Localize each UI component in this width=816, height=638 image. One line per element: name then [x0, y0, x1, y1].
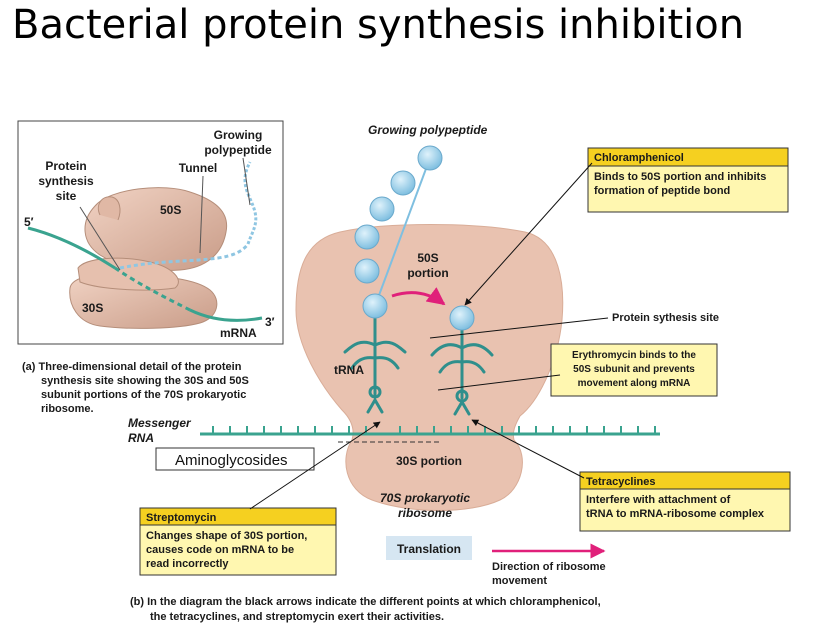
- label-70s-2: ribosome: [398, 506, 452, 520]
- inset-label-protein-3: site: [56, 189, 77, 203]
- caption-a-line-3: subunit portions of the 70S prokaryotic: [41, 389, 246, 401]
- direction-label-1: Direction of ribosome: [492, 561, 606, 573]
- erythromycin-line: [437, 374, 561, 391]
- caption-a-line-1: (a) Three-dimensional detail of the prot…: [22, 361, 242, 373]
- chloramphenicol-arrow: [464, 162, 593, 306]
- inset-label-growing-1: Growing: [214, 128, 263, 142]
- streptomycin-line-1: Changes shape of 30S portion,: [146, 530, 307, 542]
- trna-left: [343, 316, 407, 414]
- inset-label-protein-1: Protein: [45, 159, 86, 173]
- protein-site-label: Protein sythesis site: [612, 312, 719, 324]
- label-50s-portion-2: portion: [407, 266, 448, 280]
- inset-mrna-strand: [27, 226, 116, 270]
- inset-pointer-protein: [79, 206, 121, 271]
- chloramphenicol-body: [587, 165, 789, 213]
- mrna-ticks: [212, 426, 656, 434]
- caption-b-line-1: (b) In the diagram the black arrows indi…: [130, 596, 601, 608]
- erythromycin-line-2: 50S subunit and prevents: [573, 364, 695, 375]
- slide-title: Bacterial protein synthesis inhibition: [12, 2, 745, 48]
- erythromycin-box: [550, 343, 718, 397]
- inset-label-growing-2: polypeptide: [204, 143, 272, 157]
- label-30s-portion: 30S portion: [396, 454, 462, 468]
- streptomycin-line-3: read incorrectly: [146, 558, 229, 570]
- inset-pointer-growing: [242, 157, 251, 206]
- inset-label-protein-2: synthesis: [38, 174, 94, 188]
- direction-label-2: movement: [492, 575, 547, 587]
- label-trna: tRNA: [334, 363, 364, 377]
- streptomycin-title: Streptomycin: [146, 512, 217, 524]
- label-50s-portion-1: 50S: [417, 251, 438, 265]
- inset-mrna-exit: [189, 308, 263, 322]
- protein-site-line: [429, 317, 609, 339]
- aminoglycosides-label: Aminoglycosides: [175, 452, 288, 469]
- inset-pointer-tunnel: [199, 175, 204, 254]
- label-70s-1: 70S prokaryotic: [380, 491, 470, 505]
- aminoglycosides-box: [155, 447, 315, 471]
- label-messenger: Messenger: [128, 416, 192, 430]
- translation-box: [386, 536, 472, 560]
- tetracyclines-line-2: tRNA to mRNA-ribosome complex: [586, 508, 765, 520]
- caption-a-line-4: ribosome.: [41, 403, 94, 415]
- inset-label-5prime: 5′: [24, 215, 34, 229]
- inset-label-3prime: 3′: [265, 315, 275, 329]
- polypeptide-beads: [354, 145, 475, 331]
- transfer-arrow: [391, 287, 446, 306]
- inset-label-30s: 30S: [82, 301, 103, 315]
- inset-50s-lobe: [97, 196, 121, 221]
- caption-a-line-2: synthesis site showing the 30S and 50S: [41, 375, 249, 387]
- inset-label-tunnel: Tunnel: [179, 161, 217, 175]
- translation-label: Translation: [397, 542, 461, 556]
- inset-30s-top: [77, 257, 179, 291]
- erythromycin-line-1: Erythromycin binds to the: [572, 350, 696, 361]
- label-growing-polypeptide: Growing polypeptide: [368, 123, 488, 137]
- chloramphenicol-title: Chloramphenicol: [594, 152, 684, 164]
- tetracyclines-line-1: Interfere with attachment of: [586, 494, 731, 506]
- streptomycin-arrow: [249, 421, 381, 510]
- chloramphenicol-line-1: Binds to 50S portion and inhibits: [594, 171, 766, 183]
- erythromycin-line-3: movement along mRNA: [578, 378, 691, 389]
- chloramphenicol-line-2: formation of peptide bond: [594, 185, 730, 197]
- tetracyclines-title: Tetracyclines: [586, 476, 656, 488]
- tetracyclines-body: [579, 488, 791, 532]
- inset-label-mrna: mRNA: [220, 326, 257, 340]
- ribosome-body: [295, 224, 564, 511]
- inset-label-50s: 50S: [160, 203, 181, 217]
- streptomycin-line-2: causes code on mRNA to be: [146, 544, 294, 556]
- inset-polypeptide-tunnel: [119, 243, 250, 270]
- inset-mrna-dashed: [114, 266, 191, 312]
- tetracyclines-arrow: [471, 419, 585, 479]
- label-rna: RNA: [128, 431, 154, 445]
- streptomycin-body: [139, 524, 337, 576]
- caption-b-line-2: the tetracyclines, and streptomycin exer…: [150, 611, 444, 623]
